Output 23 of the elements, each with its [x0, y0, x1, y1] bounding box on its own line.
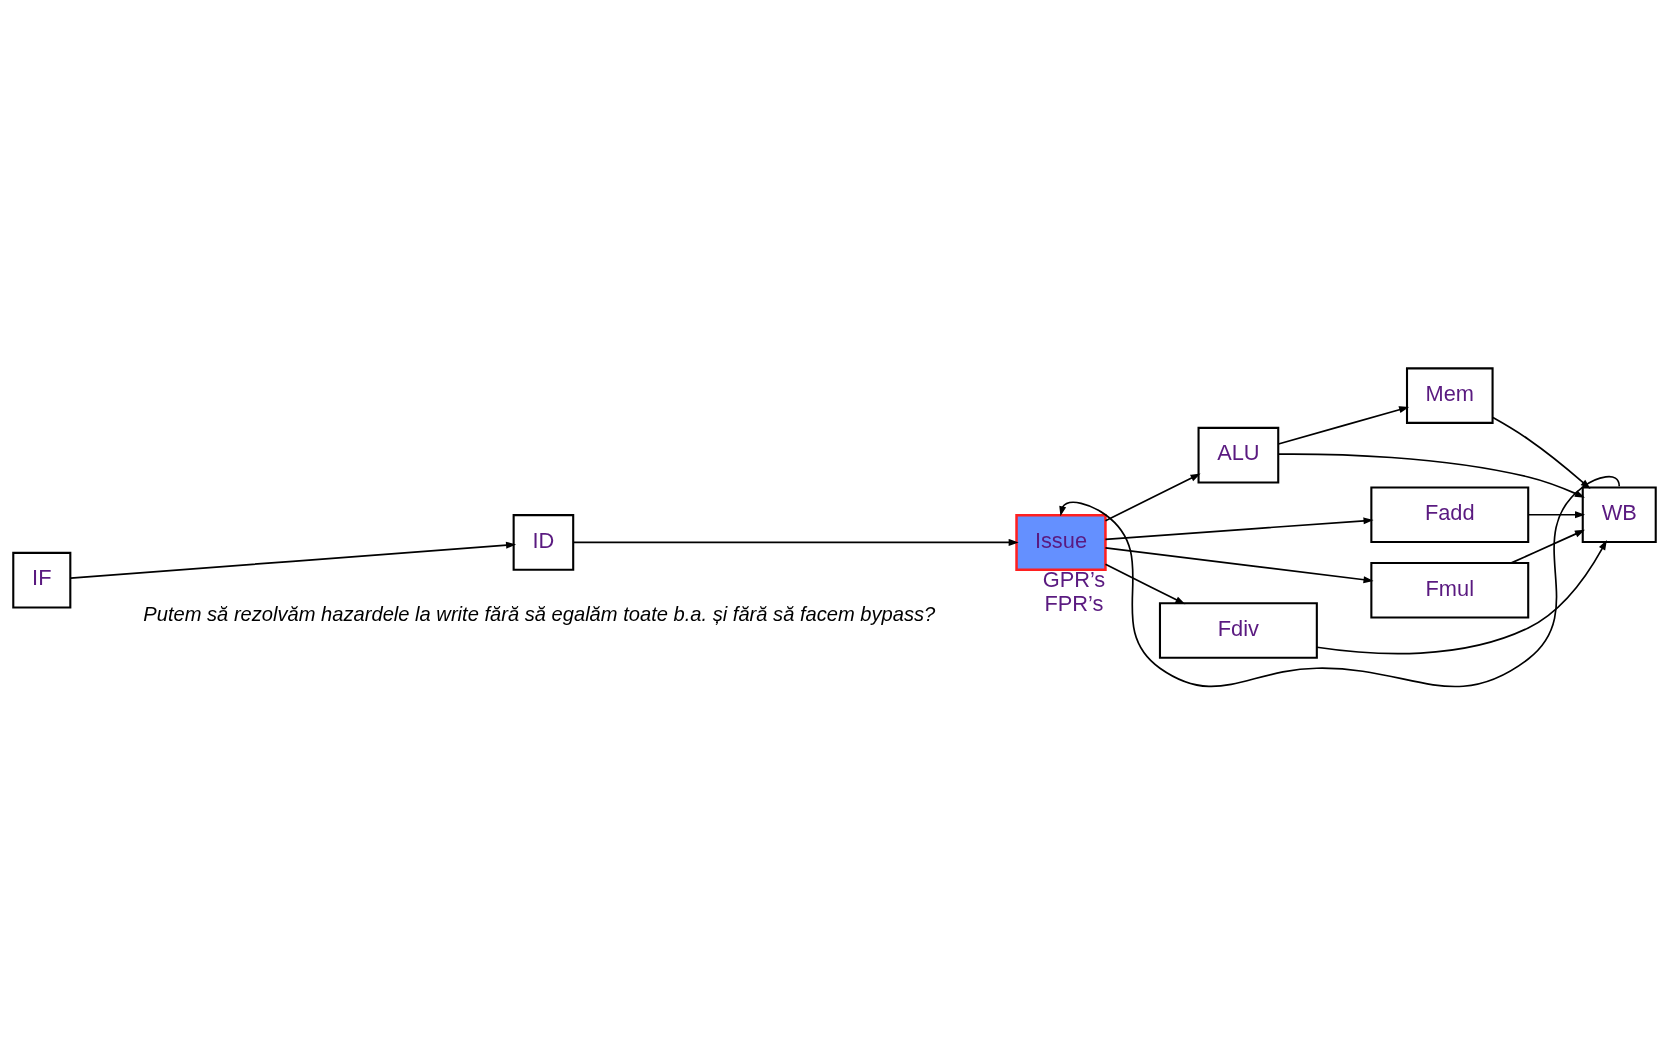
node-box: IF: [12, 551, 72, 608]
arrow: [1277, 405, 1410, 445]
arrow: [1316, 539, 1607, 654]
node-box: Issue: [1015, 513, 1107, 571]
node-box: Fadd: [1370, 485, 1530, 543]
node-box: WB: [1581, 485, 1657, 543]
arrow: [69, 541, 517, 579]
label: Putem să rezolvăm hazardele la write fără să egalăm toate b.a. și fără să facem bypass?: [143, 602, 936, 625]
node-box: ALU: [1197, 426, 1280, 483]
node-box: Mem: [1405, 366, 1494, 424]
arrow: [1104, 516, 1374, 540]
arrow: [1527, 510, 1586, 518]
arrow: [1104, 546, 1374, 583]
arrow: [1277, 452, 1585, 498]
arrow: [1104, 473, 1201, 522]
arrow: [1059, 475, 1621, 687]
node-box: ID: [512, 513, 575, 571]
arrow: [1510, 529, 1585, 564]
node-box: Fdiv: [1158, 601, 1318, 659]
arrow: [1104, 562, 1186, 604]
arrow: [572, 538, 1019, 546]
node-label: FPR’s: [1044, 590, 1104, 616]
node-box: Fmul: [1370, 561, 1530, 619]
